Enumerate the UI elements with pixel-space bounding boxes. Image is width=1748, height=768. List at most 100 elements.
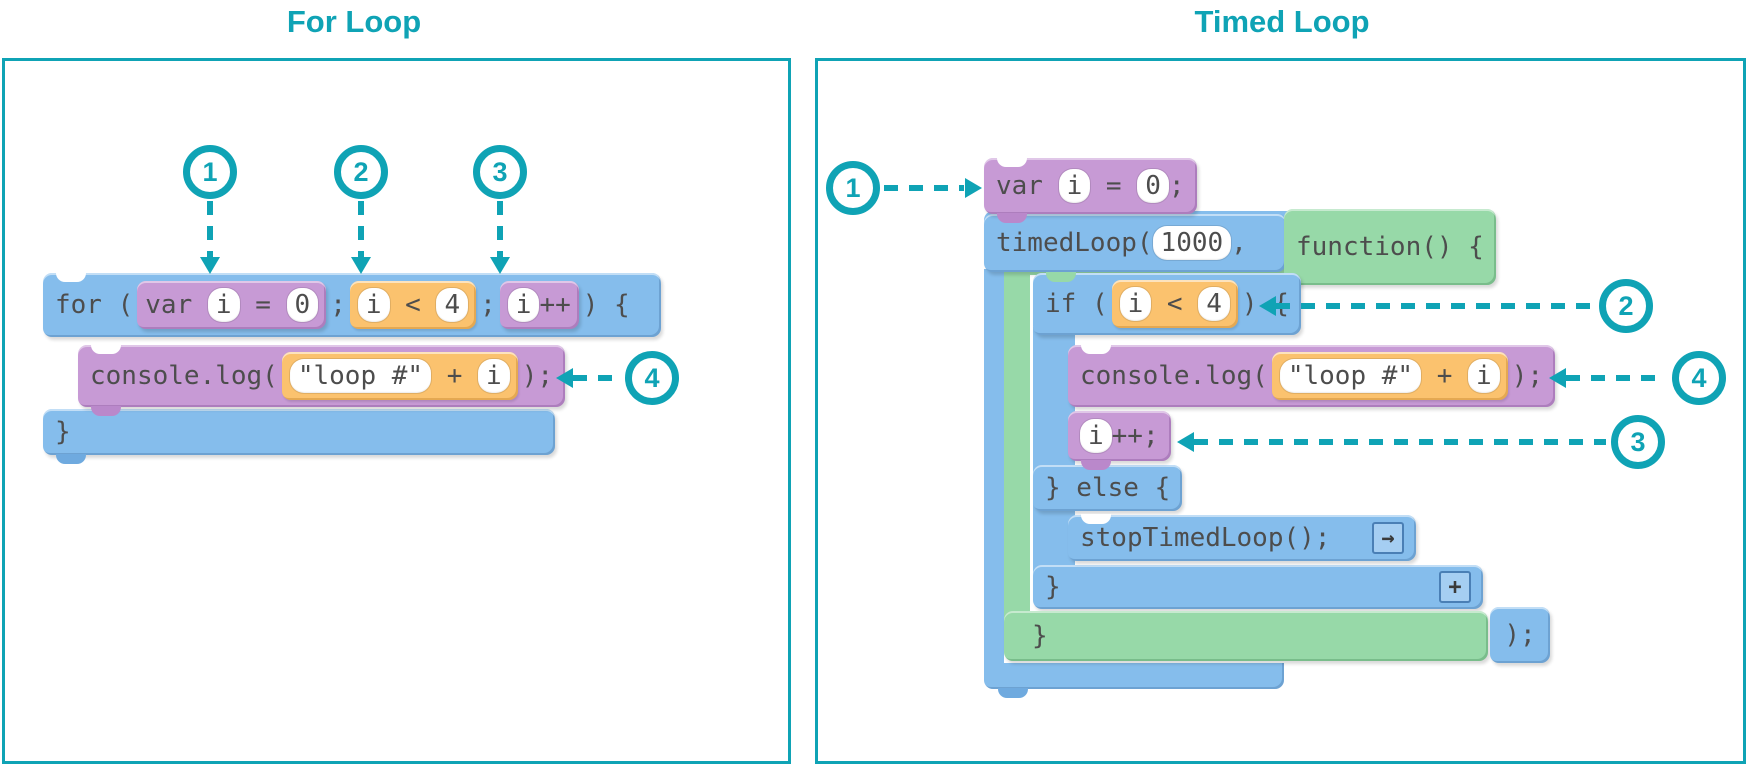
semicolon: ; [480, 289, 496, 320]
block-bump [998, 688, 1028, 698]
var-name-field[interactable]: i [1058, 168, 1091, 204]
log-close-paren: ); [1511, 360, 1544, 391]
function-keyword: function() { [1296, 231, 1484, 262]
marker-3: 3 [1611, 415, 1665, 469]
arrow-left-icon [556, 368, 573, 388]
marker-1: 1 [826, 161, 880, 215]
block-notch [91, 344, 121, 354]
block-bump [997, 213, 1027, 223]
timedloop-call: timedLoop( [996, 227, 1153, 258]
log-arg-field[interactable]: i [478, 358, 510, 394]
stop-timedloop-block[interactable]: stopTimedLoop(); → [1068, 514, 1416, 561]
for-loop-title: For Loop [286, 4, 422, 39]
dashed-line-4 [1566, 375, 1666, 381]
increment-operator: ++ [539, 289, 571, 320]
stop-timedloop-call: stopTimedLoop(); [1080, 522, 1331, 553]
arrow-down-icon [490, 257, 510, 274]
log-close-paren: ); [521, 360, 554, 391]
if-block-header[interactable]: if ( i < 4 ) { [1033, 272, 1301, 335]
cond-lhs-field[interactable]: i [1119, 286, 1152, 322]
cond-lhs-field[interactable]: i [357, 287, 390, 323]
block-notch [1081, 344, 1111, 354]
collapse-plus-button[interactable]: + [1439, 571, 1471, 603]
marker-4: 4 [625, 351, 679, 405]
function-close-brace: } [1032, 620, 1048, 651]
log-arg-field[interactable]: i [1468, 358, 1500, 394]
console-log-call: console.log( [90, 360, 278, 391]
timedloop-spine[interactable] [984, 269, 1004, 667]
var-value-field[interactable]: 0 [1137, 168, 1169, 204]
block-bump [91, 406, 121, 416]
for-update-block[interactable]: i ++ [499, 280, 579, 330]
timedloop-interval-field[interactable]: 1000 [1152, 225, 1232, 261]
arrow-down-icon [351, 257, 371, 274]
marker-1: 1 [183, 145, 237, 199]
else-row[interactable]: } else { [1033, 465, 1183, 511]
run-arrow-button[interactable]: → [1372, 522, 1404, 554]
log-string-field[interactable]: "loop #" [1279, 358, 1422, 394]
for-close-row[interactable]: } [43, 409, 555, 464]
comma: , [1231, 227, 1247, 258]
plus-operator: + [1421, 360, 1469, 391]
semicolon: ; [330, 289, 346, 320]
timedloop-bottom[interactable] [984, 663, 1284, 698]
increment-var-field[interactable]: i [1080, 418, 1112, 454]
dashed-line-3 [1194, 439, 1606, 445]
increment-operator: ++; [1111, 420, 1159, 451]
dashed-line-3 [497, 201, 503, 257]
block-notch [56, 272, 86, 282]
block-bump [1081, 460, 1111, 470]
plus-operator: + [431, 360, 479, 391]
semicolon: ; [1168, 170, 1185, 201]
increment-block[interactable]: i ++; [1068, 411, 1171, 470]
marker-2: 2 [1599, 279, 1653, 333]
if-cond-block[interactable]: i < 4 [1111, 279, 1238, 329]
console-log-block[interactable]: console.log( "loop #" + i ); [78, 344, 566, 416]
for-loop-panel: 1 2 3 for ( var i = 0 ; i < 4 ; i ++ ) {… [2, 58, 791, 764]
console-log-block[interactable]: console.log( "loop #" + i ); [1068, 344, 1556, 407]
for-cond-block[interactable]: i < 4 [349, 280, 477, 330]
timedloop-block-header[interactable]: timedLoop( 1000 , [984, 214, 1286, 272]
function-block[interactable]: function() { [1284, 209, 1496, 285]
timed-loop-title: Timed Loop [1194, 4, 1370, 39]
arrow-left-icon [1549, 368, 1566, 388]
for-close-brace: } [55, 416, 71, 447]
call-close-block[interactable]: ); [1490, 607, 1550, 663]
function-close-row[interactable]: } [1004, 611, 1488, 661]
cond-rhs-field[interactable]: 4 [1198, 286, 1230, 322]
dashed-line-4 [573, 375, 623, 381]
marker-3: 3 [473, 145, 527, 199]
block-notch [997, 157, 1027, 167]
for-block[interactable]: for ( var i = 0 ; i < 4 ; i ++ ) { [43, 272, 661, 337]
log-string-field[interactable]: "loop #" [289, 358, 432, 394]
timed-loop-panel: 1 var i = 0 ; timedLoop( 1000 , function… [815, 58, 1746, 764]
arrow-left-icon [1259, 296, 1276, 316]
init-value-field[interactable]: 0 [286, 287, 319, 323]
var-keyword: var [145, 289, 208, 320]
marker-2: 2 [334, 145, 388, 199]
function-body-spine[interactable] [1004, 269, 1030, 619]
var-name-field[interactable]: i [207, 287, 240, 323]
less-than-operator: < [389, 289, 437, 320]
less-than-operator: < [1151, 288, 1199, 319]
string-concat-block[interactable]: "loop #" + i [1271, 351, 1508, 401]
equals-sign: = [239, 289, 287, 320]
arrow-down-icon [200, 257, 220, 274]
string-concat-block[interactable]: "loop #" + i [281, 351, 518, 401]
equals-sign: = [1090, 170, 1138, 201]
if-close-brace: } [1045, 571, 1061, 602]
var-keyword: var [996, 170, 1059, 201]
if-close-row[interactable]: } + [1033, 565, 1483, 609]
arrow-right-icon [965, 178, 982, 198]
dashed-line-2 [1276, 303, 1594, 309]
for-init-block[interactable]: var i = 0 [137, 280, 327, 330]
for-keyword: for ( [55, 289, 134, 320]
block-bump [56, 454, 86, 464]
call-close-paren: ); [1504, 619, 1536, 650]
else-keyword: } else { [1045, 472, 1171, 503]
if-keyword: if ( [1045, 288, 1108, 319]
arrow-left-icon [1177, 432, 1194, 452]
update-var-field[interactable]: i [507, 287, 540, 323]
var-declaration-block[interactable]: var i = 0 ; [984, 157, 1197, 223]
cond-rhs-field[interactable]: 4 [436, 287, 469, 323]
